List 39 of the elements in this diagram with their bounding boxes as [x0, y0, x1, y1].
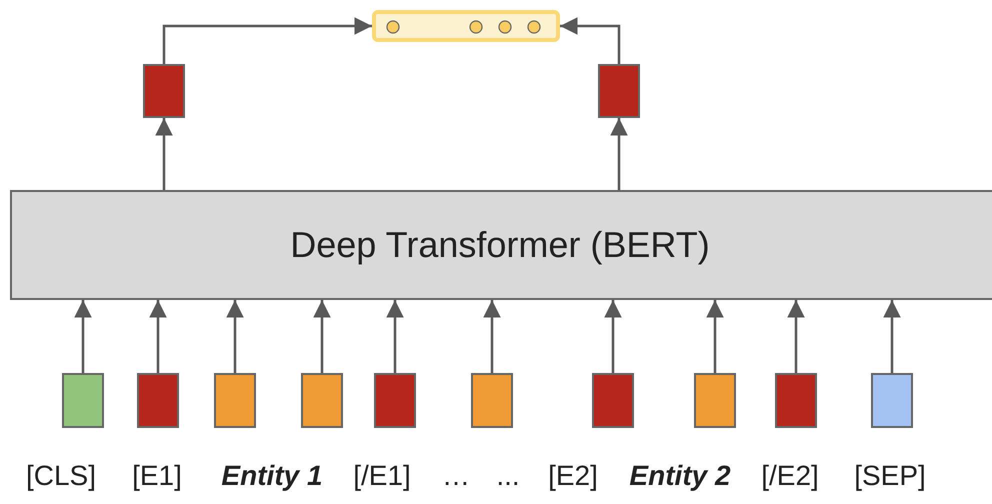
token-label: [/E2]	[761, 459, 819, 493]
arrow	[706, 300, 724, 373]
arrow	[560, 17, 620, 64]
embedding-box	[143, 64, 185, 118]
token-label: [/E1]	[353, 459, 411, 493]
embedding-box	[374, 373, 416, 428]
embedding-box	[471, 373, 513, 428]
token-label: …	[442, 459, 470, 493]
token-label: [SEP]	[854, 459, 926, 493]
token-label: [CLS]	[26, 459, 96, 493]
arrow	[149, 300, 167, 373]
embedding-box	[592, 373, 634, 428]
embedding-box	[598, 64, 640, 118]
arrow	[162, 17, 372, 64]
token-label: [E1]	[132, 459, 182, 493]
token-label: Entity 1	[221, 459, 323, 493]
embedding-box	[214, 373, 256, 428]
arrow	[155, 118, 173, 190]
embedding-box	[694, 373, 736, 428]
output-vector	[372, 10, 560, 42]
embedding-box	[62, 373, 104, 428]
embedding-box	[137, 373, 179, 428]
token-label: ...	[496, 459, 520, 493]
arrow	[313, 300, 331, 373]
transformer-block	[10, 190, 992, 300]
arrow	[883, 300, 901, 373]
arrow	[604, 300, 622, 373]
arrow	[787, 300, 805, 373]
arrow	[483, 300, 501, 373]
token-label: [E2]	[548, 459, 598, 493]
embedding-box	[775, 373, 817, 428]
arrow	[226, 300, 244, 373]
embedding-box	[301, 373, 343, 428]
embedding-box	[871, 373, 913, 428]
arrow	[610, 118, 628, 190]
arrow	[386, 300, 404, 373]
token-label: Entity 2	[629, 459, 731, 493]
arrow	[74, 300, 92, 373]
block-title: Deep Transformer (BERT)	[290, 223, 711, 267]
